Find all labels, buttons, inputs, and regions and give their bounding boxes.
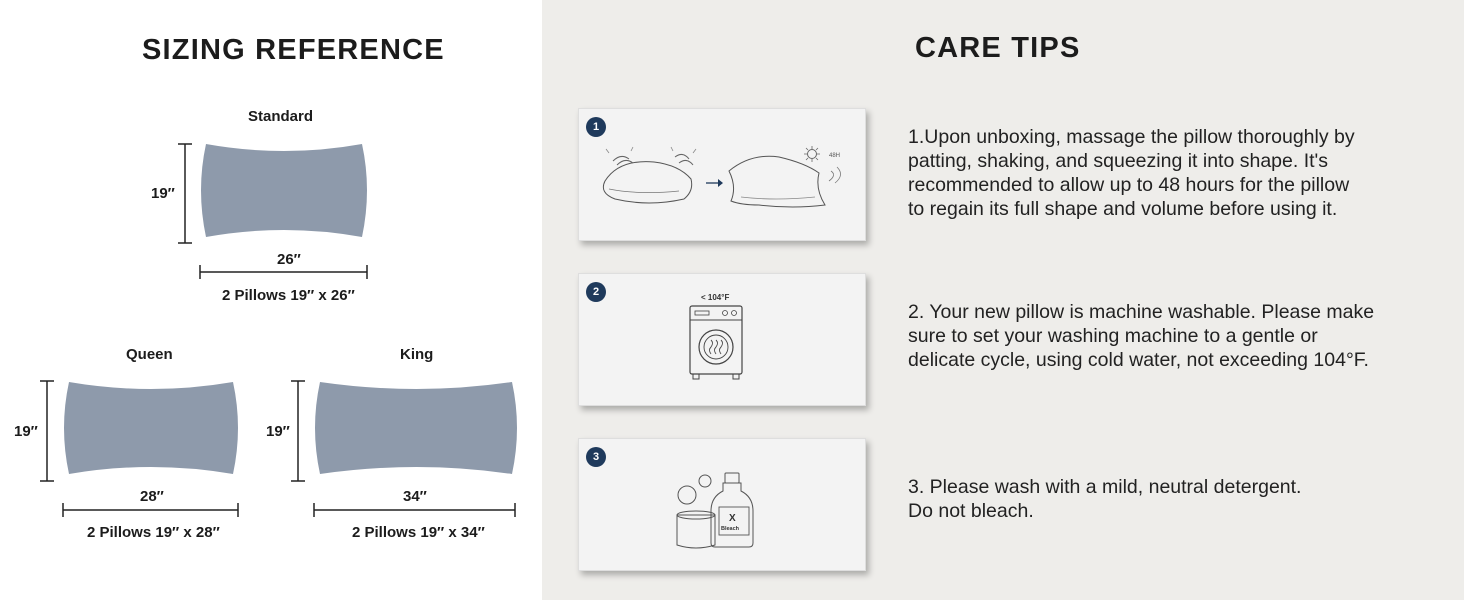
care-step-3-text: 3. Please wash with a mild, neutral dete… (908, 475, 1448, 523)
step-2-annotation: < 104°F (701, 293, 729, 302)
king-name: King (400, 346, 434, 363)
standard-caption: 2 Pillows 19″ x 26″ (222, 287, 355, 304)
king-pillow-shape (315, 382, 517, 474)
step-1-line-4: to regain its full shape and volume befo… (908, 198, 1338, 220)
care-step-2-text: 2. Your new pillow is machine washable. … (908, 300, 1448, 372)
size-diagrams (40, 143, 517, 517)
step-3-line-1: 3. Please wash with a mild, neutral dete… (908, 476, 1302, 498)
care-step-1-text: 1.Upon unboxing, massage the pillow thor… (908, 125, 1448, 221)
washing-machine-illustration: < 104°F (689, 293, 743, 380)
king-height-dimension (291, 380, 305, 482)
step-2-badge: 2 (586, 282, 606, 302)
step-1-annotation: 48H (829, 153, 840, 159)
queen-name: Queen (126, 346, 173, 363)
standard-height-dimension (178, 143, 192, 244)
queen-width-dimension (62, 503, 239, 517)
queen-pillow-shape (64, 382, 238, 474)
king-width-label: 34″ (403, 488, 427, 505)
step-3-annotation: Bleach (721, 526, 740, 532)
standard-name: Standard (248, 108, 314, 125)
sizing-title: SIZING REFERENCE (142, 34, 445, 66)
king-height-label: 19″ (266, 423, 290, 440)
care-panel: CARE TIPS 1 48H (542, 0, 1464, 600)
detergent-no-bleach-illustration: X Bleach (676, 472, 754, 549)
step-3-line-2: Do not bleach. (908, 500, 1034, 522)
care-step-1-card: 1 48H (578, 108, 866, 241)
sizing-panel: SIZING REFERENCE Standard (0, 0, 542, 600)
queen-height-dimension (40, 380, 54, 482)
queen-height-label: 19″ (14, 423, 38, 440)
step-3-badge: 3 (586, 447, 606, 467)
king-width-dimension (313, 503, 516, 517)
care-step-2-card: 2 < 104°F (578, 273, 866, 406)
step-1-badge: 1 (586, 117, 606, 137)
step-2-line-3: delicate cycle, using cold water, not ex… (908, 349, 1369, 371)
step-2-line-2: sure to set your washing machine to a ge… (908, 325, 1318, 347)
standard-width-dimension (199, 265, 368, 279)
standard-width-label: 26″ (277, 251, 301, 268)
step-1-line-1: 1.Upon unboxing, massage the pillow thor… (908, 126, 1355, 148)
svg-text:X: X (729, 513, 736, 524)
queen-caption: 2 Pillows 19″ x 28″ (87, 524, 220, 541)
step-2-line-1: 2. Your new pillow is machine washable. … (908, 301, 1375, 323)
step-1-line-3: recommended to allow up to 48 hours for … (908, 174, 1350, 196)
king-caption: 2 Pillows 19″ x 34″ (352, 524, 485, 541)
standard-height-label: 19″ (151, 185, 175, 202)
standard-pillow-shape (201, 144, 367, 237)
step-1-line-2: patting, shaking, and squeezing it into … (908, 150, 1329, 172)
massage-pillow-illustration: 48H (602, 146, 841, 208)
care-step-3-card: 3 X Bleach (578, 438, 866, 571)
queen-width-label: 28″ (140, 488, 164, 505)
care-title: CARE TIPS (915, 32, 1081, 64)
